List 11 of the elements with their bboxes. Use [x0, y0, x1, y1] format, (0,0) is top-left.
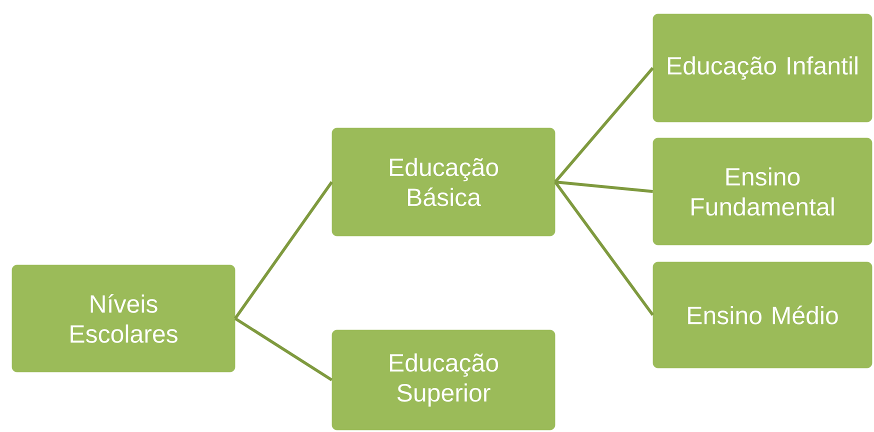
connector-line	[555, 180, 653, 193]
process-box: Educação Básica	[332, 128, 556, 236]
connector-line	[234, 181, 334, 320]
connector-line	[234, 317, 333, 382]
process-box: Ensino Médio	[652, 262, 872, 368]
process-box: Educação Superior	[332, 330, 556, 430]
connector-line	[554, 181, 654, 316]
process-box: Ensino Fundamental	[652, 138, 872, 246]
process-box: Educação Infantil	[652, 14, 872, 122]
connector-line	[554, 67, 654, 183]
process-box: Níveis Escolares	[12, 264, 236, 372]
